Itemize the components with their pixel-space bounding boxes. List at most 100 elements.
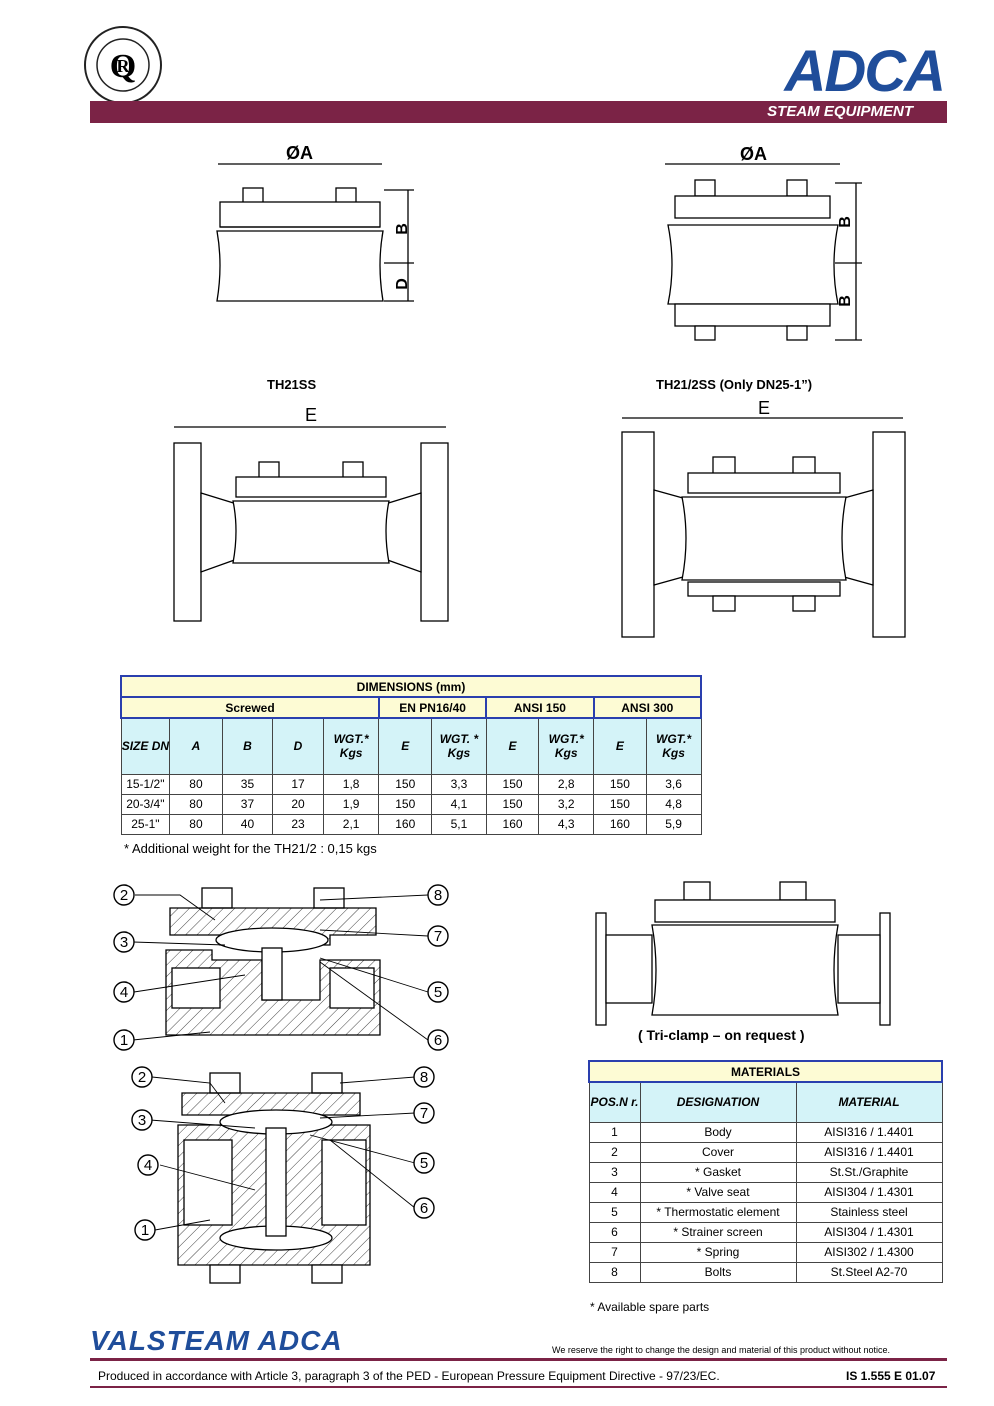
table-cell: * Gasket <box>639 1161 797 1183</box>
callout-7: 7 <box>427 925 449 947</box>
table-cell: * Thermostatic element <box>639 1201 797 1223</box>
ped-statement: Produced in accordance with Article 3, p… <box>98 1369 720 1383</box>
callout-5: 5 <box>413 1152 435 1174</box>
table-cell: 6 <box>588 1221 641 1243</box>
callout-7: 7 <box>413 1102 435 1124</box>
dimensions-title: DIMENSIONS (mm) <box>120 675 702 698</box>
group-header: EN PN16/40 <box>377 696 488 719</box>
table-cell: 80 <box>169 793 223 815</box>
brand-logo: ADCA <box>784 39 946 104</box>
table-cell: St.St./Graphite <box>795 1161 943 1183</box>
table-cell: 1 <box>588 1121 641 1143</box>
group-header: ANSI 300 <box>592 696 703 719</box>
table-cell: AISI302 / 1.4300 <box>795 1241 943 1263</box>
table-cell: AISI316 / 1.4401 <box>795 1141 943 1163</box>
dimensions-table: DIMENSIONS (mm) Screwed EN PN16/40 ANSI … <box>120 675 703 835</box>
table-cell: 8 <box>588 1261 641 1283</box>
table-cell: 5 <box>588 1201 641 1223</box>
dim-e-label: E <box>305 405 318 425</box>
callout-number: 6 <box>434 1032 442 1049</box>
table-cell: 7 <box>588 1241 641 1263</box>
callout-3: 3 <box>131 1109 153 1131</box>
column-header: WGT.* Kgs <box>538 717 595 775</box>
table-cell: 5,9 <box>645 813 702 835</box>
callout-number: 7 <box>420 1105 428 1122</box>
column-header: WGT.* Kgs <box>322 717 380 775</box>
dim-a-label: ØA <box>740 144 767 164</box>
table-cell: 4,3 <box>538 813 595 835</box>
table-cell: AISI304 / 1.4301 <box>795 1181 943 1203</box>
table-cell: * Spring <box>639 1241 797 1263</box>
column-header: A <box>169 717 223 775</box>
callout-1: 1 <box>134 1219 156 1241</box>
materials-title: MATERIALS <box>588 1060 943 1083</box>
dim-a-label: ØA <box>286 143 313 163</box>
table-cell: 2,8 <box>538 773 595 795</box>
callout-6: 6 <box>427 1029 449 1051</box>
callout-5: 5 <box>427 981 449 1003</box>
table-cell: AISI304 / 1.4301 <box>795 1221 943 1243</box>
group-header: Screwed <box>120 696 380 719</box>
model-label-th21-2ss: TH21/2SS (Only DN25-1”) <box>656 377 813 392</box>
materials-table: MATERIALS POS.N r. DESIGNATION MATERIAL … <box>588 1060 943 1283</box>
column-header: POS.N r. <box>588 1081 641 1123</box>
callout-number: 1 <box>120 1032 128 1049</box>
header-band: STEAM EQUIPMENT <box>90 101 947 123</box>
callout-1: 1 <box>113 1029 135 1051</box>
certification-seal: Q R <box>82 24 164 106</box>
callout-8: 8 <box>427 884 449 906</box>
column-header: WGT.* Kgs <box>645 717 702 775</box>
callout-number: 6 <box>420 1200 428 1217</box>
column-header: MATERIAL <box>795 1081 943 1123</box>
svg-text:Q: Q <box>110 48 136 85</box>
callout-number: 3 <box>120 934 128 951</box>
table-cell: 4,1 <box>431 793 487 815</box>
footer-disclaimer: We reserve the right to change the desig… <box>552 1345 891 1355</box>
callout-number: 3 <box>138 1112 146 1129</box>
document-code: IS 1.555 E 01.07 <box>846 1369 936 1383</box>
table-cell: Bolts <box>639 1261 797 1283</box>
brand-tagline: STEAM EQUIPMENT <box>767 103 913 120</box>
table-cell: * Strainer screen <box>639 1221 797 1243</box>
svg-text:R: R <box>117 56 131 76</box>
table-cell: 4 <box>588 1181 641 1203</box>
model-label-th21ss: TH21SS <box>267 377 317 392</box>
table-cell: 160 <box>485 813 540 835</box>
table-cell: Cover <box>639 1141 797 1163</box>
table-cell: 2,1 <box>322 813 380 835</box>
callout-number: 4 <box>144 1157 152 1174</box>
column-header: D <box>272 717 324 775</box>
footer-brand: VALSTEAM ADCA <box>90 1325 343 1356</box>
callout-number: 8 <box>434 887 442 904</box>
table-cell: 80 <box>169 813 223 835</box>
callout-4: 4 <box>137 1154 159 1176</box>
callout-number: 7 <box>434 928 442 945</box>
table-cell: Body <box>639 1121 797 1143</box>
footer-divider-bottom <box>90 1386 947 1388</box>
callout-number: 5 <box>420 1155 428 1172</box>
materials-note: * Available spare parts <box>590 1300 710 1314</box>
callout-number: 2 <box>138 1069 146 1086</box>
table-cell: St.Steel A2-70 <box>795 1261 943 1283</box>
callout-8: 8 <box>413 1066 435 1088</box>
callout-number: 4 <box>120 984 128 1001</box>
callout-number: 2 <box>120 887 128 904</box>
callout-2: 2 <box>131 1066 153 1088</box>
table-cell: 2 <box>588 1141 641 1163</box>
table-cell: 40 <box>221 813 274 835</box>
dim-e-label: E <box>758 398 771 418</box>
callout-2: 2 <box>113 884 135 906</box>
table-cell: 1,9 <box>322 793 380 815</box>
column-header: E <box>485 717 540 775</box>
